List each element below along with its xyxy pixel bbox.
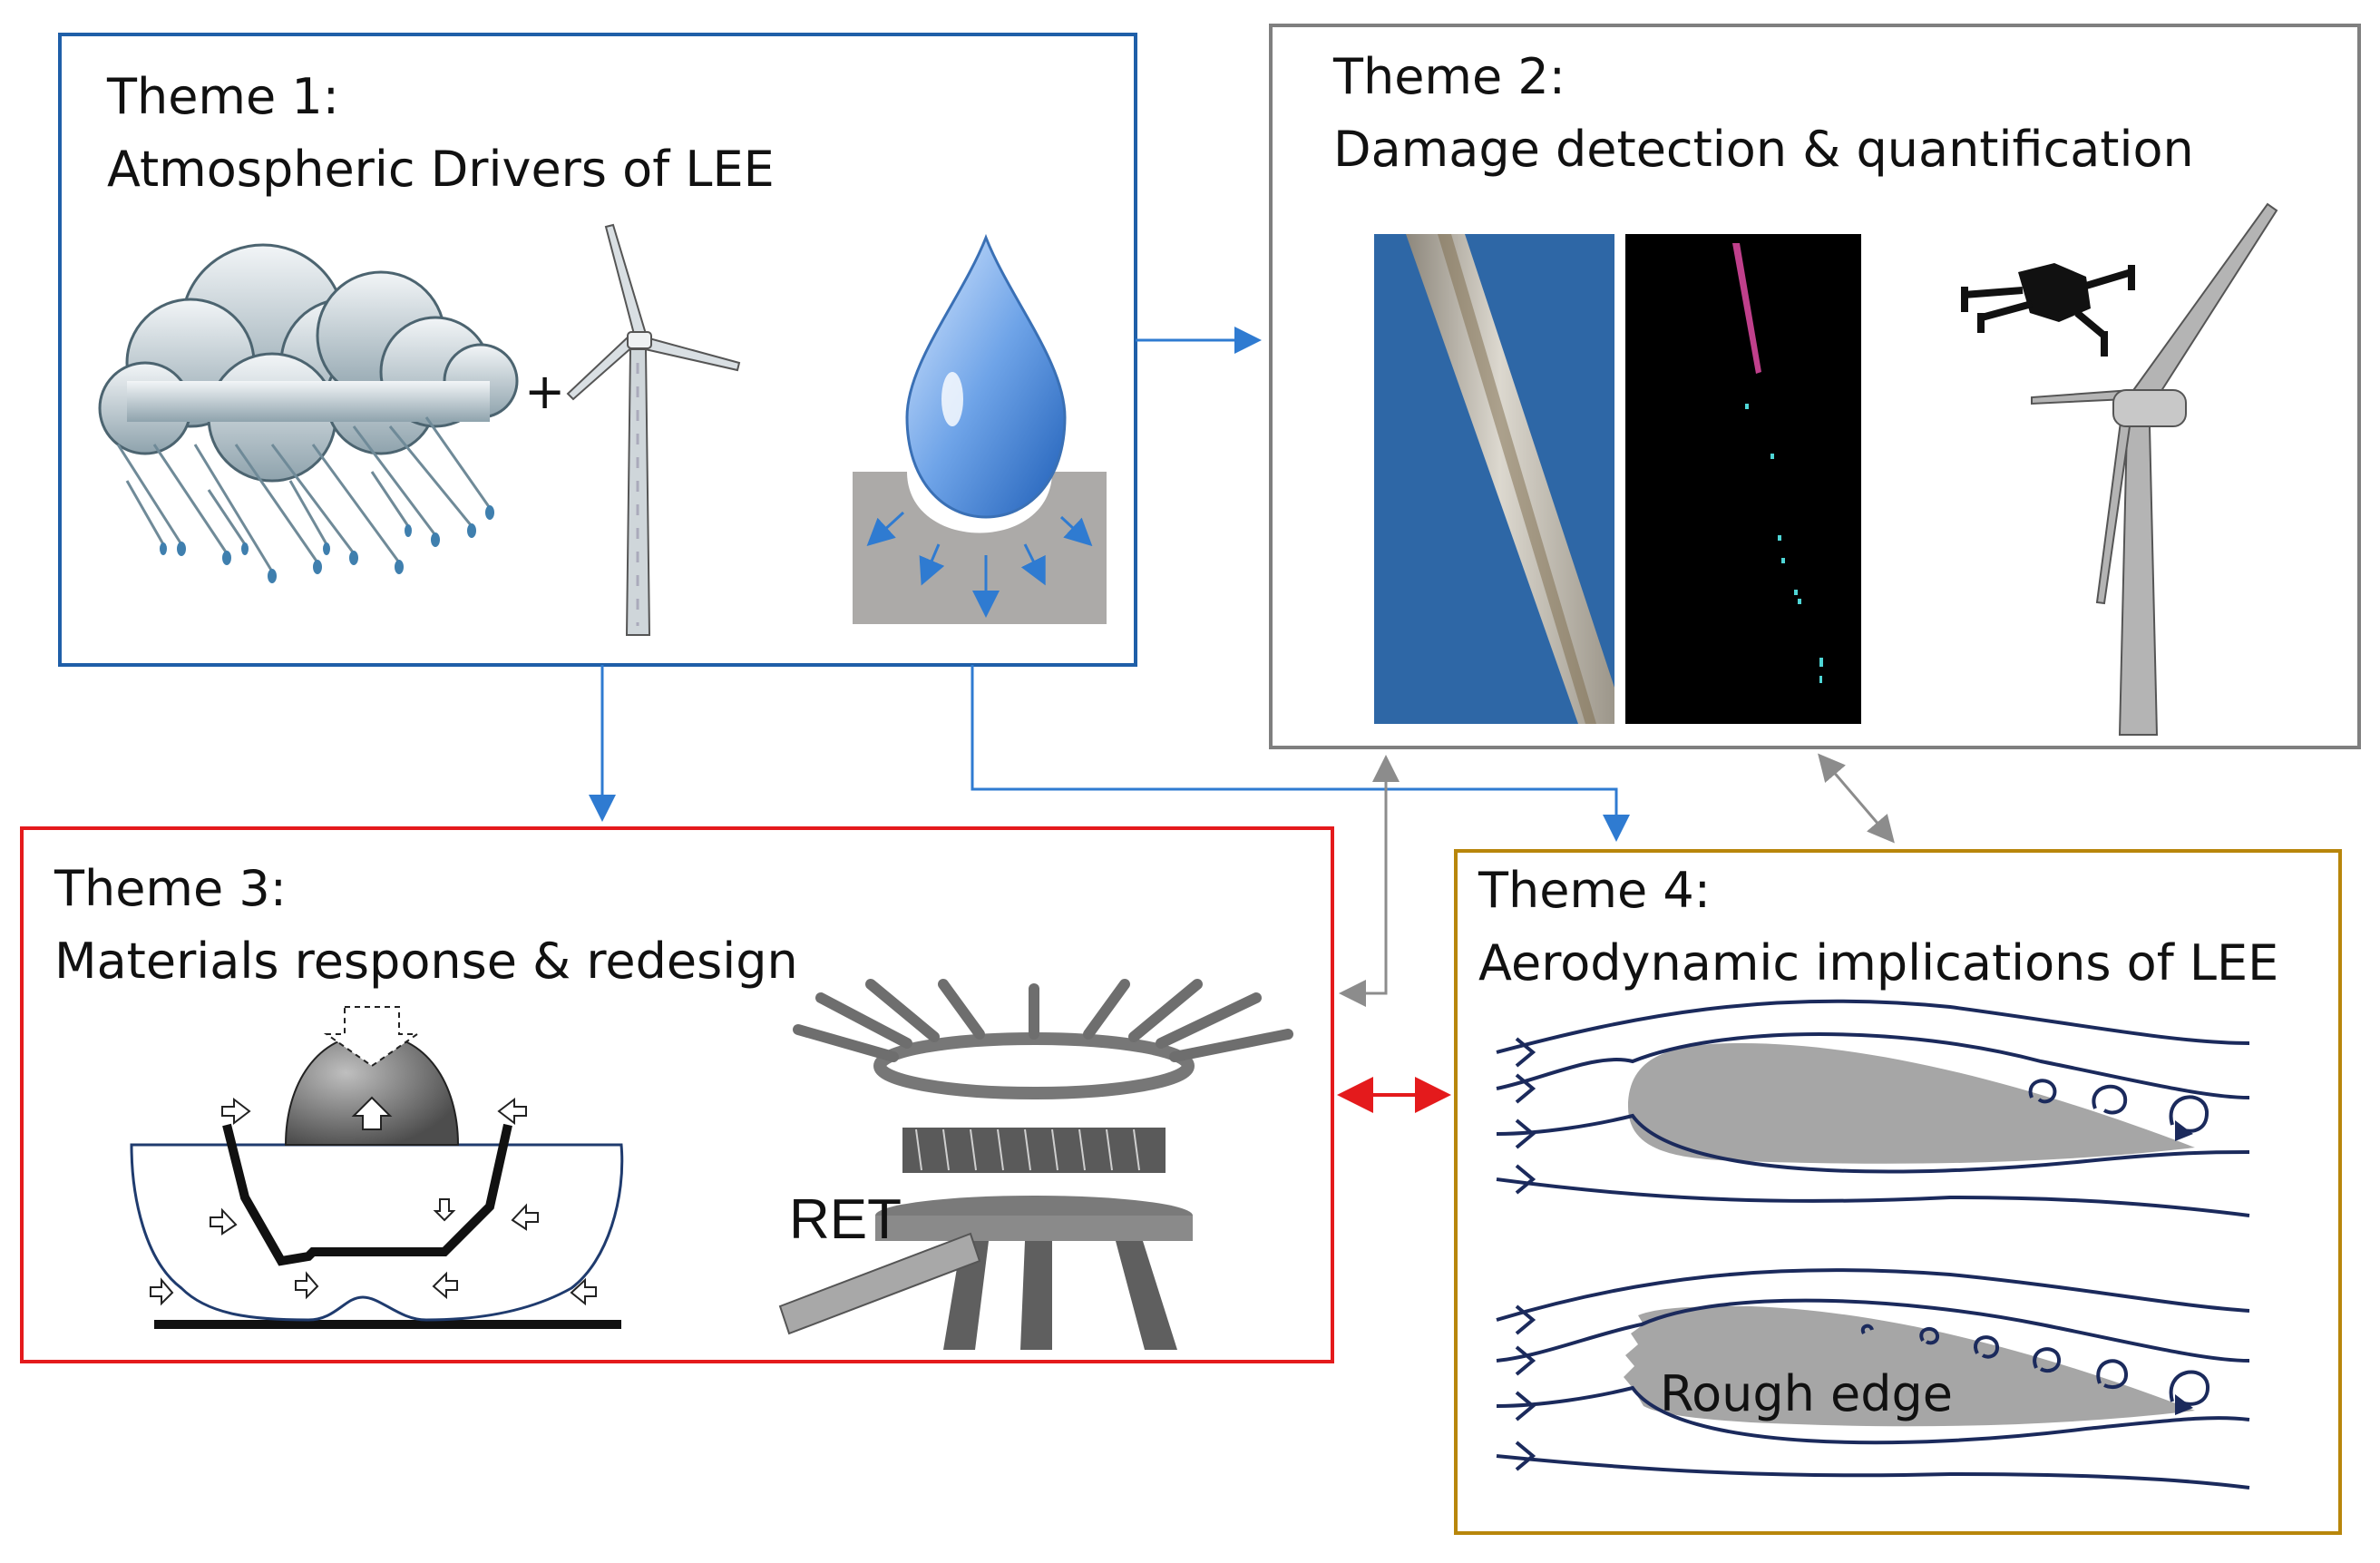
theme-1-title: Atmospheric Drivers of LEE: [107, 141, 775, 198]
theme-1-border: [58, 33, 1137, 667]
connector-t2-t3: [1339, 755, 1400, 1007]
large-wind-turbine-icon: [2031, 202, 2278, 736]
theme-2-border: [1269, 24, 2361, 749]
water-droplet-icon: [853, 233, 1107, 624]
blade-photo: [1374, 234, 1614, 724]
smooth-airfoil-flow: [1496, 999, 2250, 1217]
rain-cloud-icon: [98, 243, 519, 583]
damage-mask-image: [1625, 234, 1861, 724]
theme-3-panel: Theme 3: Materials response & redesign: [20, 826, 1334, 1363]
ret-label: RET: [789, 1188, 902, 1251]
droplet-impact-schematic: [130, 1006, 624, 1329]
theme-3-heading: Theme 3:: [54, 860, 287, 917]
connector-t2-t4: [1818, 753, 1895, 844]
rain-erosion-tester-icon: [778, 979, 1293, 1350]
plus-sign: +: [524, 363, 565, 420]
connectors: [589, 327, 1895, 1113]
rough-airfoil-flow: [1496, 1268, 2250, 1490]
theme-4-title: Aerodynamic implications of LEE: [1478, 934, 2278, 992]
theme-2-title: Damage detection & quantification: [1333, 121, 2194, 178]
theme-1-heading: Theme 1:: [106, 68, 339, 125]
connector-t1-t4: [971, 665, 1630, 842]
rough-edge-label: Rough edge: [1660, 1365, 1953, 1422]
theme-3-border: [20, 826, 1334, 1363]
theme-2-panel: Theme 2: Damage detection & quantificati…: [1269, 24, 2361, 749]
drone-icon: [1961, 263, 2135, 357]
wind-turbine-icon: [566, 223, 741, 636]
theme-4-border: [1454, 849, 2342, 1535]
theme-2-heading: Theme 2:: [1332, 48, 1566, 105]
theme-1-panel: Theme 1: Atmospheric Drivers of LEE: [58, 33, 1137, 667]
theme-4-heading: Theme 4:: [1478, 862, 1711, 919]
theme-4-panel: Theme 4: Aerodynamic implications of LEE: [1454, 849, 2342, 1535]
theme-3-title: Materials response & redesign: [54, 933, 798, 990]
